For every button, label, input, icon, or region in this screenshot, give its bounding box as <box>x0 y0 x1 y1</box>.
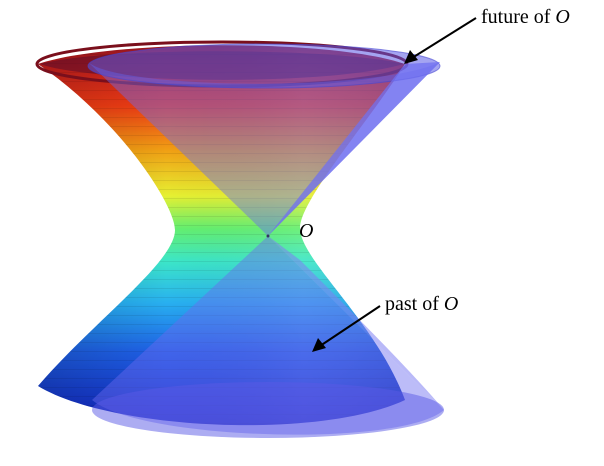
past-label-text: past of <box>385 293 444 315</box>
future-label-text: future of <box>481 6 556 28</box>
future-label-variable: O <box>555 6 570 28</box>
past-label-variable: O <box>443 293 459 315</box>
future-cone-right-face <box>268 62 440 236</box>
future-cone-rim <box>87 43 441 89</box>
past-label: past of O <box>385 294 458 314</box>
future-light-cone <box>88 62 440 236</box>
past-light-cone <box>92 236 444 435</box>
origin-label-variable: O <box>299 220 314 242</box>
past-cone-rim <box>92 382 444 438</box>
past-arrow <box>312 305 381 352</box>
future-label: future of O <box>481 7 570 27</box>
origin-point <box>266 234 270 238</box>
origin-label: O <box>299 221 313 241</box>
future-arrow <box>404 17 477 64</box>
